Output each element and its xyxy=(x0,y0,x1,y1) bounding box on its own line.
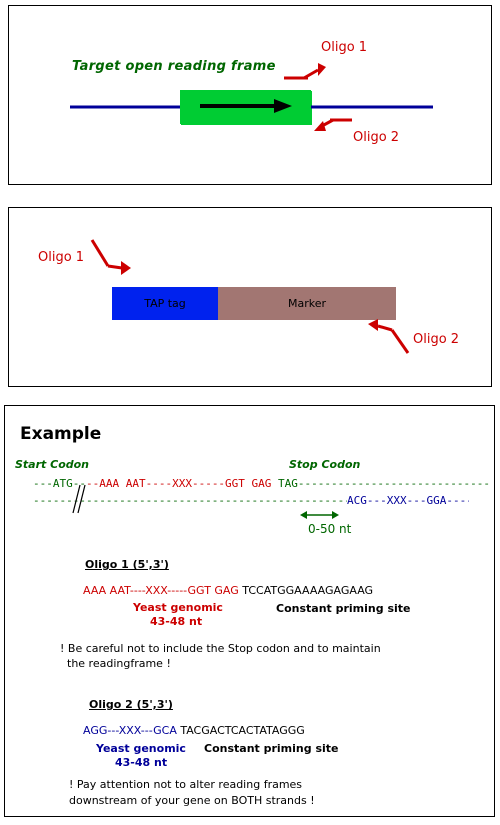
tap-tag-label: TAP tag xyxy=(144,297,186,310)
construct-panel: Oligo 1 Oligo 2 TAP tag Marker xyxy=(8,207,492,387)
bottom-strand-dashes: ----------------------------------------… xyxy=(33,494,347,507)
marker-box: Marker xyxy=(218,287,396,320)
start-codon-label: Start Codon xyxy=(15,458,90,471)
warning2-line1: ! Pay attention not to alter reading fra… xyxy=(69,778,303,791)
strand-break-icon xyxy=(72,484,86,514)
oligo1-header: Oligo 1 (5',3') xyxy=(85,558,169,571)
oligo1-constant-label: Constant priming site xyxy=(276,602,411,615)
orf-direction-arrow xyxy=(200,99,292,113)
oligo2-arrow-icon xyxy=(314,118,352,131)
example-title: Example xyxy=(20,424,102,444)
bottom-strand-blue: ACG---XXX---GGA xyxy=(347,494,447,507)
oligo1-arrow-icon-2 xyxy=(90,239,131,275)
oligo1-seq-genomic: AAA AAT----XXX-----GGT GAG xyxy=(83,584,239,597)
top-strand-orf: --AAA AAT----XXX-----GGT GAG xyxy=(85,477,272,490)
oligo2-arrow-icon-2 xyxy=(368,319,410,354)
bottom-strand-end: ----- xyxy=(446,494,469,507)
oligo2-header: Oligo 2 (5',3') xyxy=(89,698,173,711)
oligo2-seq-constant: TACGACTCACTATAGGG xyxy=(180,724,305,737)
stop-codon-label: Stop Codon xyxy=(289,458,361,471)
example-panel: Example Start Codon Stop Codon ---ATG---… xyxy=(4,405,495,817)
top-strand-tag: TAG----------------------------- xyxy=(271,477,490,490)
oligo2-label-2: Oligo 2 xyxy=(413,332,460,347)
oligo2-label: Oligo 2 xyxy=(353,130,400,145)
marker-label: Marker xyxy=(287,297,327,310)
top-strand-atg: ---ATG-- xyxy=(33,477,86,490)
oligo2-yeast-label: Yeast genomic xyxy=(96,742,186,755)
oligo1-sequence: AAA AAT----XXX-----GGT GAG TCCATGGAAAAGA… xyxy=(83,584,373,597)
oligo1-label-2: Oligo 1 xyxy=(38,250,85,265)
warning1-line2: the readingframe ! xyxy=(67,657,171,670)
bottom-strand-sequence: ----------------------------------------… xyxy=(33,494,469,507)
oligo2-sequence: AGG---XXX---GCA TACGACTCACTATAGGG xyxy=(83,724,305,737)
oligo2-constant-label: Constant priming site xyxy=(204,742,339,755)
distance-double-arrow xyxy=(300,511,339,519)
oligo2-seq-genomic: AGG---XXX---GCA xyxy=(83,724,177,737)
warning2-line2: downstream of your gene on BOTH strands … xyxy=(69,794,315,807)
oligo1-yeast-label: Yeast genomic xyxy=(133,601,223,614)
oligo2-nt-label: 43-48 nt xyxy=(115,756,168,769)
oligo1-label: Oligo 1 xyxy=(321,40,368,55)
distance-label: 0-50 nt xyxy=(308,522,352,536)
oligo1-seq-constant: TCCATGGAAAAGAGAAG xyxy=(242,584,374,597)
tap-tag-box: TAP tag xyxy=(112,287,218,320)
target-orf-label: Target open reading frame xyxy=(72,59,276,74)
top-strand-sequence: ---ATG----AAA AAT----XXX-----GGT GAG TAG… xyxy=(33,477,490,490)
oligo1-arrow-icon xyxy=(284,63,326,80)
oligo1-nt-label: 43-48 nt xyxy=(150,615,203,628)
warning1-line1: ! Be careful not to include the Stop cod… xyxy=(60,642,381,655)
